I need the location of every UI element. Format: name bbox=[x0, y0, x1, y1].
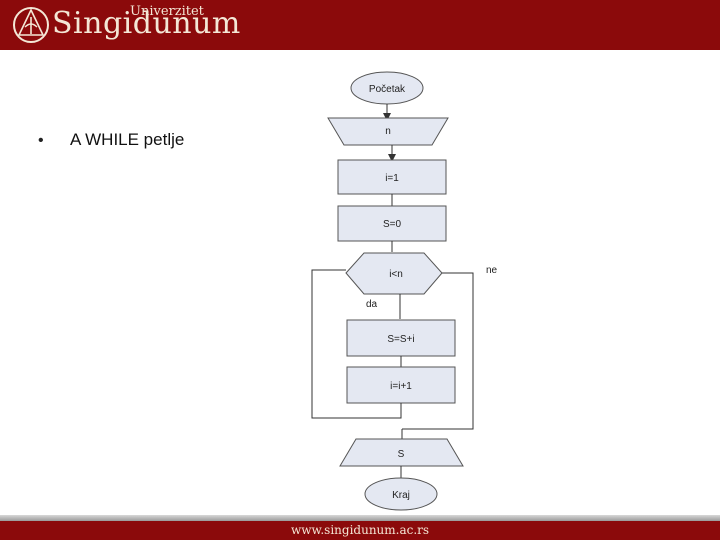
header-bar bbox=[0, 0, 720, 50]
end-label: Kraj bbox=[392, 490, 410, 501]
footer-bar bbox=[0, 521, 720, 540]
input-shape bbox=[327, 117, 449, 146]
footer-divider bbox=[0, 515, 720, 521]
condition-label: i<n bbox=[389, 269, 403, 280]
logo-subtitle: Univerzitet bbox=[130, 4, 204, 19]
process-increment bbox=[346, 366, 456, 404]
input-label: n bbox=[385, 126, 391, 137]
university-logo-icon bbox=[13, 7, 49, 43]
connector-loop-back bbox=[311, 269, 402, 419]
no-label: ne bbox=[486, 265, 498, 276]
process-init-i bbox=[337, 159, 447, 195]
start-label: Početak bbox=[369, 84, 406, 95]
connector-no-branch bbox=[402, 272, 474, 430]
process-init-s bbox=[337, 205, 447, 242]
output-shape bbox=[339, 438, 464, 467]
output-label: S bbox=[398, 449, 405, 460]
bullet-marker: • bbox=[38, 132, 44, 149]
init-i-label: i=1 bbox=[385, 173, 399, 184]
end-terminal bbox=[364, 477, 438, 511]
logo-brand-text: Singidunum bbox=[52, 6, 241, 41]
yes-label: da bbox=[366, 299, 378, 310]
sum-label: S=S+i bbox=[387, 334, 414, 345]
bullet-text: A WHILE petlje bbox=[70, 130, 185, 149]
increment-label: i=i+1 bbox=[390, 381, 412, 392]
init-s-label: S=0 bbox=[383, 219, 402, 230]
process-sum bbox=[346, 319, 456, 357]
footer-url[interactable]: www.singidunum.ac.rs bbox=[290, 523, 430, 537]
